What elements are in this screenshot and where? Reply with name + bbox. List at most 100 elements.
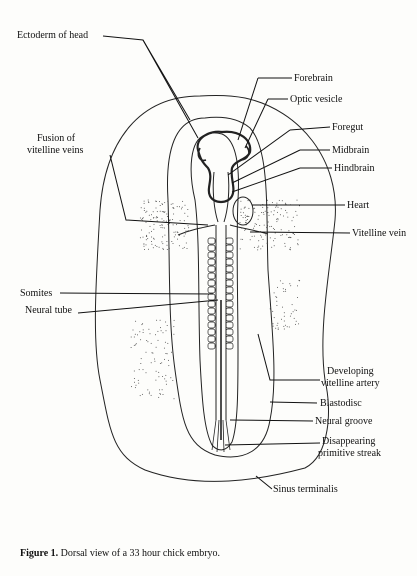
stipple-dot [141,218,143,220]
stipple-dot [173,231,175,233]
stipple-dot [267,199,268,201]
stipple-dot [145,372,147,374]
stipple-dot [146,234,148,236]
stipple-dot [130,347,132,348]
stipple-dot [162,247,164,249]
stipple-dot [244,206,246,208]
somite-block [225,300,234,308]
stipple-dot [151,214,152,216]
stipple-dot [262,239,264,240]
blastodisc-outline [167,116,275,458]
stipple-dot [185,242,187,244]
label-foregut: Foregut [332,122,364,133]
leader-lines [59,35,351,490]
stipple-dot [172,243,174,244]
stipple-dot [289,283,291,285]
stipple-dot [156,200,157,202]
stipple-dot [290,285,292,287]
stipple-dot [183,235,185,237]
stipple-dot [184,233,186,235]
stipple-dot [134,381,135,383]
stipple-dot [171,351,173,353]
stipple-dot [260,236,262,238]
stipple-dot [245,224,247,226]
stipple-dot [155,379,157,381]
stipple-dot [170,203,172,205]
somite-block [225,237,234,245]
stipple-dot [273,317,275,319]
stipple-dot [295,309,297,311]
stipple-dot [295,210,297,212]
stipple-dot [156,246,158,247]
stipple-dot [269,237,271,239]
somite-block [225,293,234,301]
stipple-dot [285,288,286,290]
stipple-dot [163,347,165,349]
stipple-dot [273,210,275,212]
label-sinus-terminalis: Sinus terminalis [273,484,338,495]
stipple-dot [293,317,295,319]
stipple-dot [165,220,167,222]
stipple-dot [138,382,140,384]
stipple-dot [289,315,291,317]
stipple-dot [173,398,175,400]
stipple-dot [276,305,278,306]
stipple-dot [154,244,156,246]
stipple-dot [134,387,136,389]
somite-block [225,328,234,336]
label-developing-vitelline-artery-2: vitelline artery [321,378,380,389]
stipple-dot [281,318,282,320]
stipple-dot [162,227,164,229]
stipple-dot [170,377,172,379]
stipple-dot [147,238,149,240]
stipple-dot [273,240,274,242]
stipple-dot [182,200,184,202]
somite-block [225,279,234,287]
stipple-dot [282,288,284,290]
stipple-dot [163,212,165,213]
somite-block [207,244,216,252]
stipple-dot [142,329,144,331]
stipple-dot [283,320,285,322]
stipple-dot [151,352,153,354]
stipple-dot [165,330,167,332]
stipple-dot [184,204,186,206]
stipple-dot [265,233,267,234]
somite-block [225,321,234,329]
stipple-dot [290,313,292,315]
stipple-dot [147,201,149,203]
stipple-dot [254,223,256,225]
stipple-dot [145,239,147,241]
stipple-dot [248,216,250,217]
stipple-dot [173,319,175,321]
stipple-dot [148,248,149,250]
stipple-dot [263,224,265,226]
stipple-dot [257,246,259,248]
stipple-dot [288,326,290,328]
stipple-dot [141,229,142,231]
stipple-dot [294,226,296,228]
stipple-dot [277,206,279,208]
somite-block [207,293,216,301]
stipple-dot [133,344,135,346]
stipple-dot [275,206,277,208]
stipple-dot [247,215,249,217]
stipple-dot [289,248,291,250]
stipple-dot [184,212,186,214]
stipple-dot [165,353,167,354]
stipple-dot [290,237,292,239]
stipple-dot [147,389,149,391]
stipple-dot [184,227,186,229]
stipple-dot [280,229,282,231]
stipple-dot [164,341,166,343]
somite-block [225,307,234,315]
stipple-dot [172,224,174,226]
stipple-dot [143,207,145,209]
stipple-dot [143,202,145,204]
stipple-dot [286,212,288,214]
stipple-dot [285,203,287,205]
stipple-dot [240,238,242,240]
stipple-dot [164,227,165,229]
stipple-dot [173,236,175,238]
stipple-dot [132,329,134,331]
